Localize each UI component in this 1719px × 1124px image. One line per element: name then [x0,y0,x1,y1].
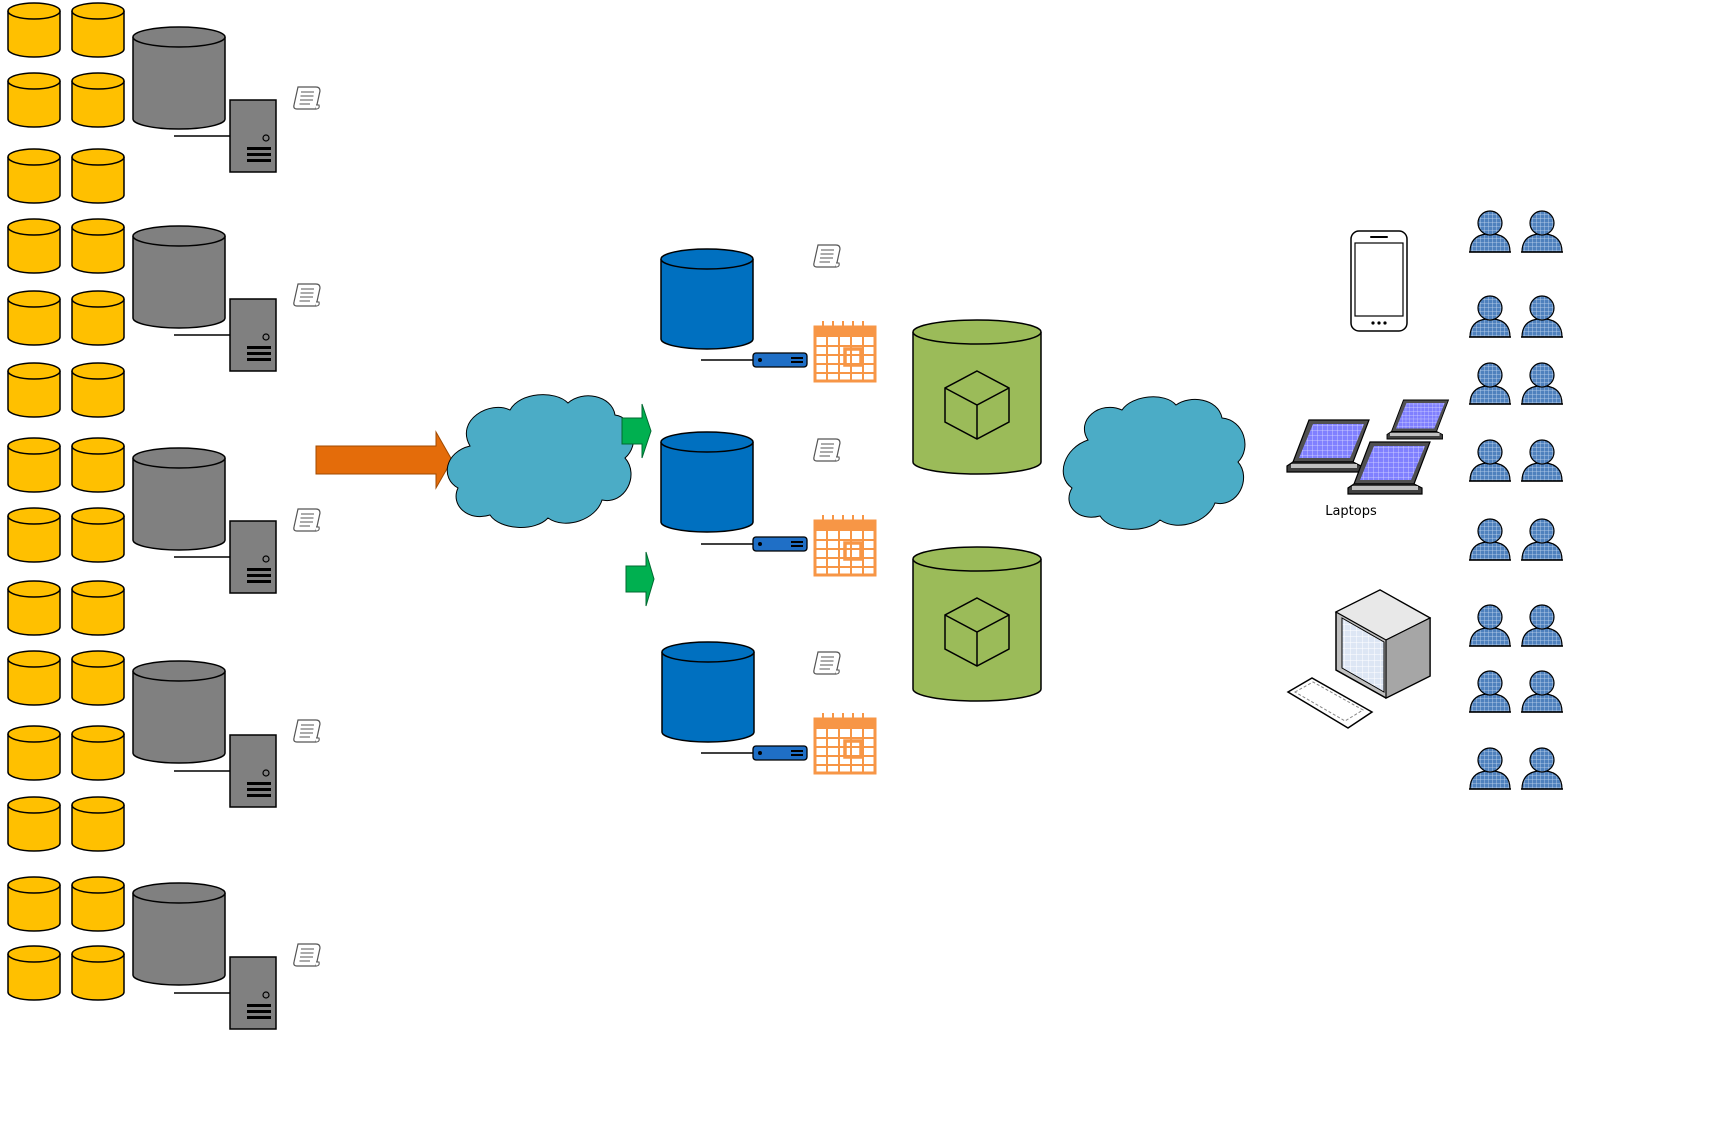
green-arrow-icon [621,403,652,459]
yellow-database-icon [71,580,125,636]
script-scroll-icon [813,651,841,675]
calendar-icon [813,513,877,577]
user-icon [1468,670,1512,713]
yellow-database-icon [7,362,61,418]
yellow-database-icon [7,290,61,346]
cube-database-icon [912,319,1042,475]
yellow-database-icon [7,507,61,563]
server-tower-icon [229,298,277,372]
script-scroll-icon [293,719,321,743]
yellow-database-icon [71,796,125,852]
yellow-database-icon [71,945,125,1001]
calendar-icon [813,711,877,775]
gray-database-icon [132,882,226,986]
yellow-database-icon [71,362,125,418]
script-scroll-icon [293,86,321,110]
laptops-group: Laptops [1286,399,1449,519]
cube-databases [912,319,1042,702]
yellow-database-icon [7,650,61,706]
gray-database-icon [132,225,226,329]
cloud-icon [446,394,635,528]
blue-database-icon [660,248,754,350]
source-databases [7,2,125,1001]
gray-database-icon [132,26,226,130]
server-tower-icon [229,99,277,173]
yellow-database-icon [71,650,125,706]
user-icon [1468,362,1512,405]
yellow-database-icon [7,72,61,128]
yellow-database-icon [71,2,125,58]
network-appliance-icon [700,745,808,761]
user-icon [1468,604,1512,647]
yellow-database-icon [7,725,61,781]
yellow-database-icon [7,218,61,274]
yellow-database-icon [7,876,61,932]
blue-database-icon [661,641,755,743]
cube-database-icon [912,546,1042,702]
users [1468,210,1564,790]
script-scroll-icon [813,244,841,268]
user-icon [1468,295,1512,338]
workstation-icon [1286,589,1432,729]
scripts-left [293,86,321,967]
yellow-database-icon [71,218,125,274]
gray-database-icon [132,660,226,764]
blue-databases [660,248,755,743]
user-icon [1468,439,1512,482]
user-icon [1520,210,1564,253]
user-icon [1520,747,1564,790]
servers [174,99,277,1030]
yellow-database-icon [71,725,125,781]
scripts-middle [813,244,841,675]
script-scroll-icon [293,943,321,967]
server-tower-icon [229,734,277,808]
user-icon [1468,747,1512,790]
gray-database-icon [132,447,226,551]
yellow-database-icon [7,945,61,1001]
yellow-database-icon [7,2,61,58]
server-tower-icon [229,520,277,594]
script-scroll-icon [813,438,841,462]
laptop-icon [1347,441,1431,495]
smartphone-icon [1350,230,1408,332]
yellow-database-icon [71,507,125,563]
script-scroll-icon [293,508,321,532]
network-appliance-icon [700,352,808,368]
user-icon [1520,670,1564,713]
yellow-database-icon [71,876,125,932]
laptop-icon [1286,419,1370,473]
laptops-label: Laptops [1325,504,1377,519]
blue-database-icon [660,431,754,533]
green-arrow-icon [625,551,655,607]
yellow-database-icon [71,148,125,204]
user-icon [1520,518,1564,561]
yellow-database-icon [71,72,125,128]
staging-databases [132,26,226,986]
yellow-database-icon [7,580,61,636]
laptop-icon [1386,399,1449,440]
user-icon [1520,604,1564,647]
yellow-database-icon [7,148,61,204]
user-icon [1468,210,1512,253]
orange-arrow-icon [315,430,453,490]
cloud-icon [1062,396,1246,530]
user-icon [1520,439,1564,482]
user-icon [1468,518,1512,561]
yellow-database-icon [71,437,125,493]
user-icon [1520,362,1564,405]
yellow-database-icon [71,290,125,346]
server-tower-icon [229,956,277,1030]
user-icon [1520,295,1564,338]
script-scroll-icon [293,283,321,307]
yellow-database-icon [7,437,61,493]
network-appliance-icon [700,536,808,552]
yellow-database-icon [7,796,61,852]
calendars [813,319,877,775]
calendar-icon [813,319,877,383]
